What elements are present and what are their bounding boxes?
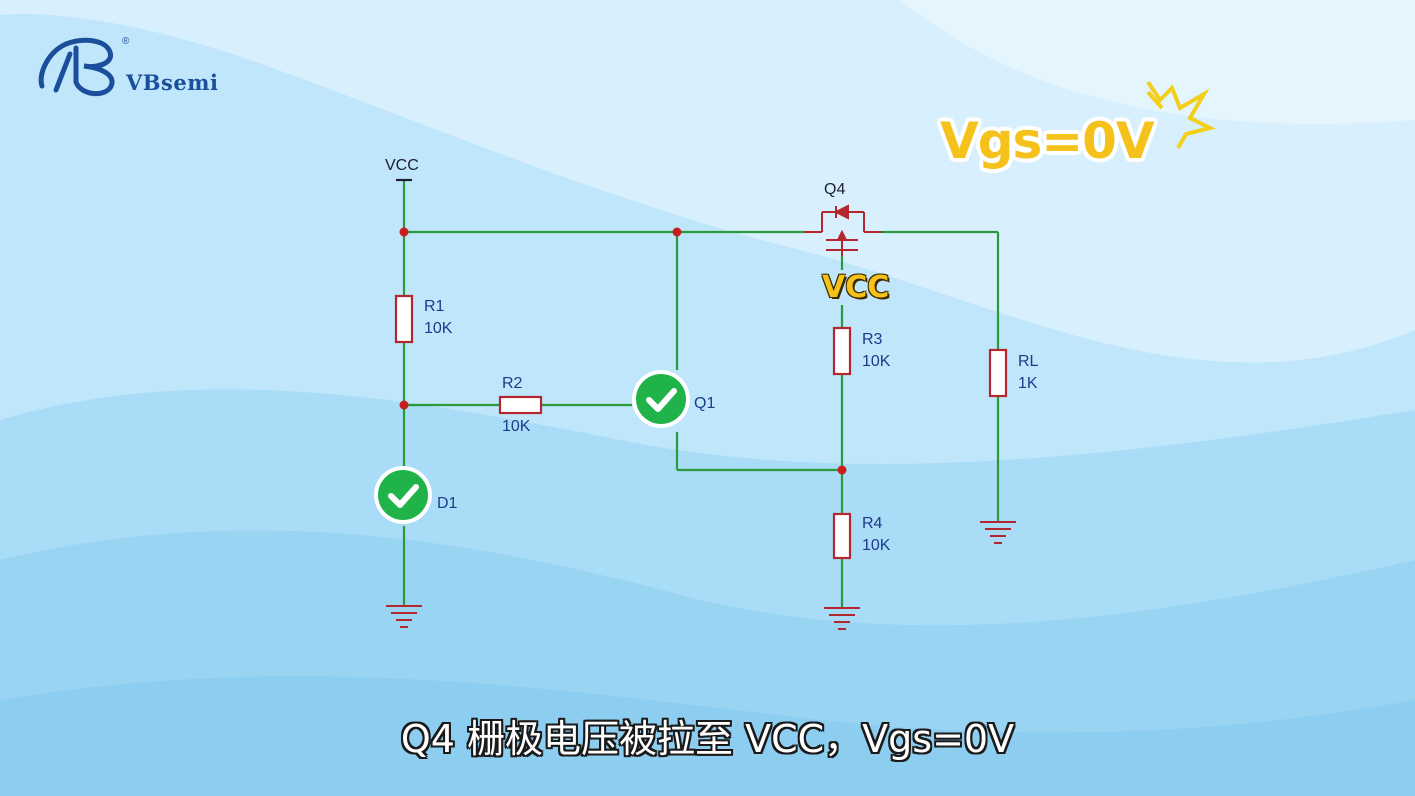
rl-value: 1K xyxy=(1018,375,1038,392)
r2-value: 10K xyxy=(502,418,531,435)
mosfet-q4 xyxy=(804,204,882,256)
r4-label: R4 xyxy=(862,515,883,532)
vgs-callout: Vgs=0V xyxy=(939,111,1157,172)
registered-mark: ® xyxy=(122,36,130,47)
resistor-r2 xyxy=(498,395,543,415)
logo-icon xyxy=(38,37,115,97)
resistor-rl xyxy=(988,348,1008,398)
vcc-label: VCC xyxy=(385,157,419,174)
r1-value: 10K xyxy=(424,320,453,337)
vcc-highlight: VCC xyxy=(822,270,890,305)
rl-label: RL xyxy=(1018,353,1039,370)
node-dot xyxy=(399,227,409,237)
resistor-r3 xyxy=(832,326,852,376)
resistor-r4 xyxy=(832,512,852,560)
d1-label: D1 xyxy=(437,495,458,512)
r4-value: 10K xyxy=(862,537,891,554)
resistor-r1 xyxy=(394,294,414,344)
node-dot xyxy=(672,227,682,237)
brand-name: VBsemi xyxy=(126,70,219,95)
q4-label: Q4 xyxy=(824,181,846,198)
r1-label: R1 xyxy=(424,298,445,315)
subtitle-caption: Q4 栅极电压被拉至 VCC，Vgs=0V xyxy=(400,717,1015,761)
q1-label: Q1 xyxy=(694,395,716,412)
r3-label: R3 xyxy=(862,331,883,348)
r3-value: 10K xyxy=(862,353,891,370)
ground-icon xyxy=(980,521,1016,544)
spark-icon xyxy=(1146,80,1216,149)
node-dot xyxy=(399,400,409,410)
check-icon xyxy=(374,466,432,524)
ground-icon xyxy=(824,607,860,630)
node-dot xyxy=(837,465,847,475)
ground-icon xyxy=(386,605,422,628)
check-icon xyxy=(632,370,690,428)
r2-label: R2 xyxy=(502,375,523,392)
